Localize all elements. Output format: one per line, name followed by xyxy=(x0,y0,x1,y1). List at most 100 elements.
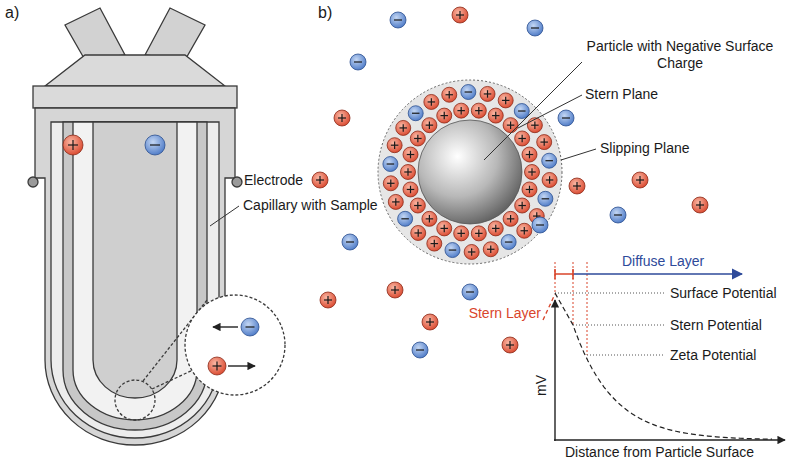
ion-sign xyxy=(522,135,523,143)
cation xyxy=(471,103,486,118)
ion-body xyxy=(383,157,398,172)
anion xyxy=(412,342,428,358)
cation xyxy=(437,108,452,123)
cation xyxy=(517,223,532,238)
ion-body xyxy=(408,106,423,121)
slipping-plane xyxy=(378,80,562,264)
ion-body xyxy=(454,226,469,241)
leader-lines xyxy=(484,62,596,160)
ion-sign xyxy=(531,27,539,28)
leader-line xyxy=(241,181,242,182)
ion-body xyxy=(517,223,532,238)
cation xyxy=(471,226,486,241)
cation xyxy=(522,182,537,197)
anion xyxy=(542,153,557,168)
anion xyxy=(445,243,460,258)
stern-leader xyxy=(543,294,555,320)
cation xyxy=(422,314,438,330)
ion-body xyxy=(454,103,469,118)
ion-sign xyxy=(246,326,255,327)
ion-body xyxy=(398,211,413,226)
cation xyxy=(454,103,469,118)
ion-sign xyxy=(418,229,419,237)
ion-body xyxy=(437,221,452,236)
cation xyxy=(427,236,442,251)
ion-sign xyxy=(544,138,545,146)
ion-sign xyxy=(394,19,402,20)
cation xyxy=(454,226,469,241)
ion-body xyxy=(542,153,557,168)
ion-sign xyxy=(354,61,362,62)
ion-body xyxy=(411,225,426,240)
ion-sign xyxy=(449,91,450,99)
cation xyxy=(208,357,226,375)
ion-sign xyxy=(495,112,496,120)
ion-body xyxy=(63,135,83,155)
cation xyxy=(502,337,518,353)
cell-body xyxy=(35,108,235,445)
cation xyxy=(692,197,708,213)
ion-sign xyxy=(407,168,408,176)
ion-sign xyxy=(417,202,418,210)
anion xyxy=(408,106,423,121)
ion-body xyxy=(692,197,708,213)
ion-sign xyxy=(461,107,462,115)
cation xyxy=(525,165,540,180)
ion-sign xyxy=(150,144,160,145)
ion-body xyxy=(390,12,406,28)
cation xyxy=(503,211,518,226)
ion-body xyxy=(208,357,226,375)
ion-sign xyxy=(341,114,342,122)
ion-body xyxy=(538,191,553,206)
ion-body xyxy=(312,172,328,188)
anion xyxy=(532,217,548,233)
ion-sign xyxy=(531,168,532,176)
ion-sign xyxy=(434,240,435,248)
cation xyxy=(388,194,403,209)
anion xyxy=(461,85,476,100)
level-line xyxy=(587,355,665,356)
cation xyxy=(410,131,425,146)
cation xyxy=(498,93,513,108)
slip-guide xyxy=(587,262,588,355)
cell-cap xyxy=(145,8,205,60)
part-label: Stern Plane xyxy=(585,86,658,103)
cation xyxy=(488,108,503,123)
ion-sign xyxy=(478,230,479,238)
cell-ions xyxy=(63,135,259,375)
anion xyxy=(558,110,574,126)
diffuse-arrow xyxy=(573,273,742,275)
layer-label: Stern Layer xyxy=(469,305,541,322)
cation xyxy=(401,165,416,180)
ion-body xyxy=(532,217,548,233)
anion xyxy=(383,157,398,172)
cation xyxy=(515,198,530,213)
ion-body xyxy=(632,172,648,188)
ion-sign xyxy=(429,215,430,223)
ion-body xyxy=(558,110,574,126)
ion-sign xyxy=(576,182,577,190)
anion xyxy=(241,318,259,336)
ion-body xyxy=(241,318,259,336)
cation xyxy=(410,198,425,213)
ion-body xyxy=(522,182,537,197)
cation xyxy=(483,242,498,257)
anion xyxy=(527,20,543,36)
cell-cap xyxy=(65,8,125,60)
ion-body xyxy=(480,86,495,101)
cation xyxy=(396,120,411,135)
cell-chamber xyxy=(51,122,219,438)
electrode-contact xyxy=(232,177,242,187)
ion-body xyxy=(387,138,402,153)
panel-letter: b) xyxy=(318,4,332,21)
layer-label: Diffuse Layer xyxy=(622,253,704,270)
ion-sign xyxy=(461,230,462,238)
cation xyxy=(63,135,83,155)
ion-sign xyxy=(72,140,73,150)
ion-body xyxy=(569,178,585,194)
leader-line xyxy=(518,95,582,128)
ion-sign xyxy=(346,241,354,242)
ion-body xyxy=(515,198,530,213)
cation xyxy=(464,244,479,259)
anion xyxy=(462,284,478,300)
